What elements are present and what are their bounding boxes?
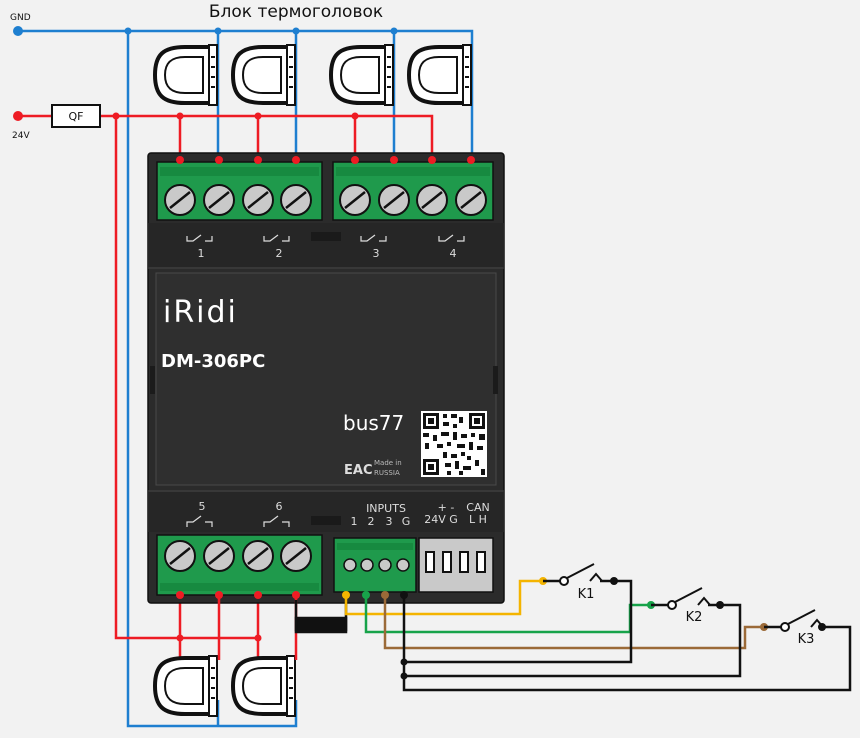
switch-k1: K1	[539, 563, 618, 602]
eac-mark: EAC	[344, 463, 372, 478]
relay-1-label: 1	[198, 247, 205, 260]
bottom-gnd-links	[294, 600, 348, 634]
power-can-connector	[418, 537, 494, 593]
input-g-label: G	[402, 515, 411, 528]
breaker-label: QF	[69, 110, 84, 123]
diagram-title: Блок термоголовок	[209, 2, 383, 22]
brand-logo: iRidi	[163, 295, 238, 330]
input-3-wiring	[383, 595, 764, 650]
terminal-block-inputs	[333, 537, 417, 593]
input-1-label: 1	[351, 515, 358, 528]
input-1-wiring	[344, 579, 543, 616]
terminal-block-bottom-left	[156, 534, 323, 596]
relay-5-label: 5	[199, 500, 206, 513]
relay-3-label: 3	[373, 247, 380, 260]
input-3-label: 3	[386, 515, 393, 528]
switch-k3: K3	[760, 609, 826, 647]
power-label: + -	[438, 501, 455, 514]
switch-k2-label: K2	[686, 610, 703, 625]
top-terminal-dots	[112, 27, 475, 164]
power-sublabel: 24V G	[424, 513, 458, 526]
switch-k3-label: K3	[798, 632, 815, 647]
supply-24v-terminal	[13, 111, 23, 121]
thermohead-bottom	[152, 655, 296, 717]
made-in-line-2: RUSSIA	[374, 469, 400, 477]
input-2-label: 2	[368, 515, 375, 528]
terminal-block-top-left	[156, 161, 323, 221]
breaker-qf: QF	[51, 104, 101, 128]
thermohead-top	[152, 44, 472, 106]
made-in-line-1: Made in	[374, 459, 402, 467]
common-wiring	[402, 579, 852, 692]
relay-4-label: 4	[450, 247, 457, 260]
bottom-terminal-dots	[176, 591, 300, 642]
relay-symbols-top	[186, 234, 465, 242]
relay-6-label: 6	[276, 500, 283, 513]
switch-k2: K2	[647, 587, 724, 625]
qr-code	[421, 411, 487, 477]
model-label: DM-306PC	[161, 351, 265, 372]
switch-k1-label: K1	[578, 587, 595, 602]
gnd-terminal	[13, 26, 23, 36]
iridi-module	[147, 152, 505, 604]
bus-logo: bus77	[343, 411, 404, 435]
can-label: CAN	[466, 501, 489, 514]
can-sublabel: L H	[469, 513, 487, 526]
input-terminal-dots	[342, 591, 408, 680]
relay-symbols-bottom	[186, 515, 290, 527]
inputs-title: INPUTS	[366, 502, 406, 515]
terminal-block-top-right	[332, 161, 494, 221]
relay-2-label: 2	[276, 247, 283, 260]
gnd-label: GND	[10, 13, 31, 23]
supply-24v-label: 24V	[12, 131, 30, 141]
